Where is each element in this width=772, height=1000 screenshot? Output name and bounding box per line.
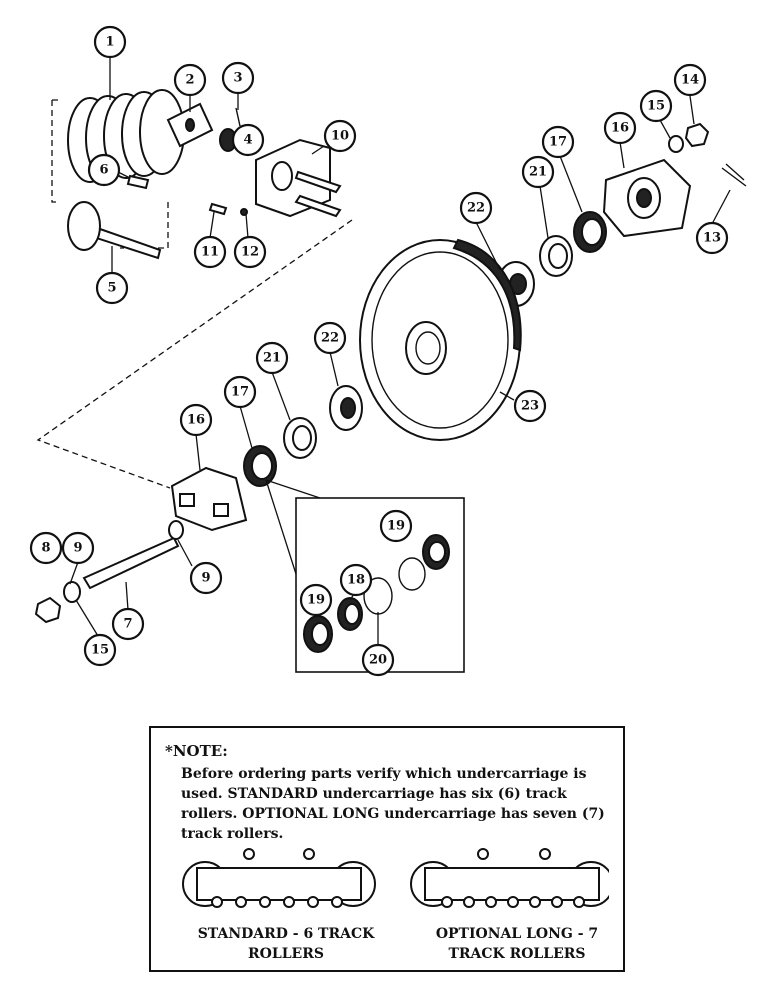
callout-8: 8 <box>29 531 63 565</box>
assembly-guide-diagonal <box>36 219 353 489</box>
note-box: *NOTE: Before ordering parts verify whic… <box>149 726 625 972</box>
callout-16-lower: 16 <box>179 403 213 437</box>
callout-5: 5 <box>95 271 129 305</box>
callout-label: 20 <box>369 653 387 668</box>
fitting-part <box>126 174 150 190</box>
callout-label: 1 <box>105 35 114 50</box>
callout-15-lower: 15 <box>83 633 117 667</box>
callout-label: 9 <box>201 571 210 586</box>
callout-label: 2 <box>185 73 194 88</box>
long-caption: OPTIONAL LONG - 7 TRACK ROLLERS <box>435 926 599 962</box>
spring-part <box>67 89 185 183</box>
callout-label: 22 <box>321 331 339 346</box>
callout-label: 5 <box>107 281 116 296</box>
callout-label: 22 <box>467 201 485 216</box>
note-body: Before ordering parts verify which under… <box>181 766 605 842</box>
callout-21-lower: 21 <box>255 341 289 375</box>
seal-upper-part <box>573 211 607 253</box>
callout-label: 19 <box>307 593 325 608</box>
callout-21-upper: 21 <box>521 155 555 189</box>
callout-label: 23 <box>521 399 539 414</box>
callout-9-left: 9 <box>61 531 95 565</box>
callout-label: 8 <box>41 541 50 556</box>
callout-9-right: 9 <box>189 561 223 595</box>
callout-12: 12 <box>233 235 267 269</box>
callout-3: 3 <box>221 61 255 95</box>
leader-lines <box>69 58 731 648</box>
callout-label: 16 <box>187 413 205 428</box>
callout-23: 23 <box>513 389 547 423</box>
undercarriage-illustrations <box>182 848 609 908</box>
callout-label: 15 <box>91 643 109 658</box>
standard-undercarriage-icon <box>182 848 376 908</box>
callout-19-right: 19 <box>379 509 413 543</box>
callout-label: 15 <box>647 99 665 114</box>
yoke-part <box>255 138 342 218</box>
note-title: *NOTE: <box>165 742 228 760</box>
inset-ring-18b-part <box>398 557 426 591</box>
callout-18: 18 <box>339 563 373 597</box>
pin-part <box>235 107 241 127</box>
callout-label: 17 <box>231 385 249 400</box>
callout-label: 17 <box>549 135 567 150</box>
ring-upper-part <box>168 520 184 540</box>
long-undercarriage-icon <box>410 848 609 908</box>
nut-upper-part <box>684 122 710 148</box>
bolt-part <box>208 202 228 216</box>
callout-17-upper: 17 <box>541 125 575 159</box>
standard-caption: STANDARD - 6 TRACK ROLLERS <box>197 926 375 962</box>
callout-6: 6 <box>87 153 121 187</box>
callout-7: 7 <box>111 607 145 641</box>
callout-22-upper: 22 <box>459 191 493 225</box>
callout-label: 9 <box>73 541 82 556</box>
callout-label: 3 <box>233 71 242 86</box>
callout-11: 11 <box>193 235 227 269</box>
bearing-block-lower-part <box>170 466 248 532</box>
shaft-part <box>82 536 180 590</box>
callout-label: 4 <box>243 133 252 148</box>
callout-13: 13 <box>695 221 729 255</box>
adjuster-rod-part <box>67 201 162 260</box>
callout-label: 18 <box>347 573 365 588</box>
callout-label: 19 <box>387 519 405 534</box>
washer-upper-part <box>668 135 684 153</box>
callout-10: 10 <box>323 119 357 153</box>
callout-label: 16 <box>611 121 629 136</box>
idler-wheel-part <box>359 238 522 441</box>
cotter-pin-part <box>721 163 747 187</box>
assembly-guide-upper <box>51 99 60 203</box>
callout-label: 10 <box>331 129 349 144</box>
callout-19-left: 19 <box>299 583 333 617</box>
callout-label: 12 <box>241 245 259 260</box>
nut-lower-part <box>34 596 62 624</box>
callout-label: 14 <box>681 73 699 88</box>
callout-4: 4 <box>231 123 265 157</box>
callout-label: 13 <box>703 231 721 246</box>
callout-22-lower: 22 <box>313 321 347 355</box>
callout-label: 11 <box>201 245 219 260</box>
callout-2: 2 <box>173 63 207 97</box>
callout-15-upper: 15 <box>639 89 673 123</box>
callout-label: 6 <box>99 163 108 178</box>
callout-14: 14 <box>673 63 707 97</box>
callout-1: 1 <box>93 25 127 59</box>
assembly-guide-left <box>120 202 169 249</box>
callout-20: 20 <box>361 643 395 677</box>
ring-lower-part <box>63 581 81 603</box>
callout-label: 7 <box>123 617 132 632</box>
bearing-block-upper-part <box>602 158 692 238</box>
callout-16-upper: 16 <box>603 111 637 145</box>
callout-17-lower: 17 <box>223 375 257 409</box>
callout-label: 21 <box>529 165 547 180</box>
callout-label: 21 <box>263 351 281 366</box>
washer-part <box>240 208 248 216</box>
